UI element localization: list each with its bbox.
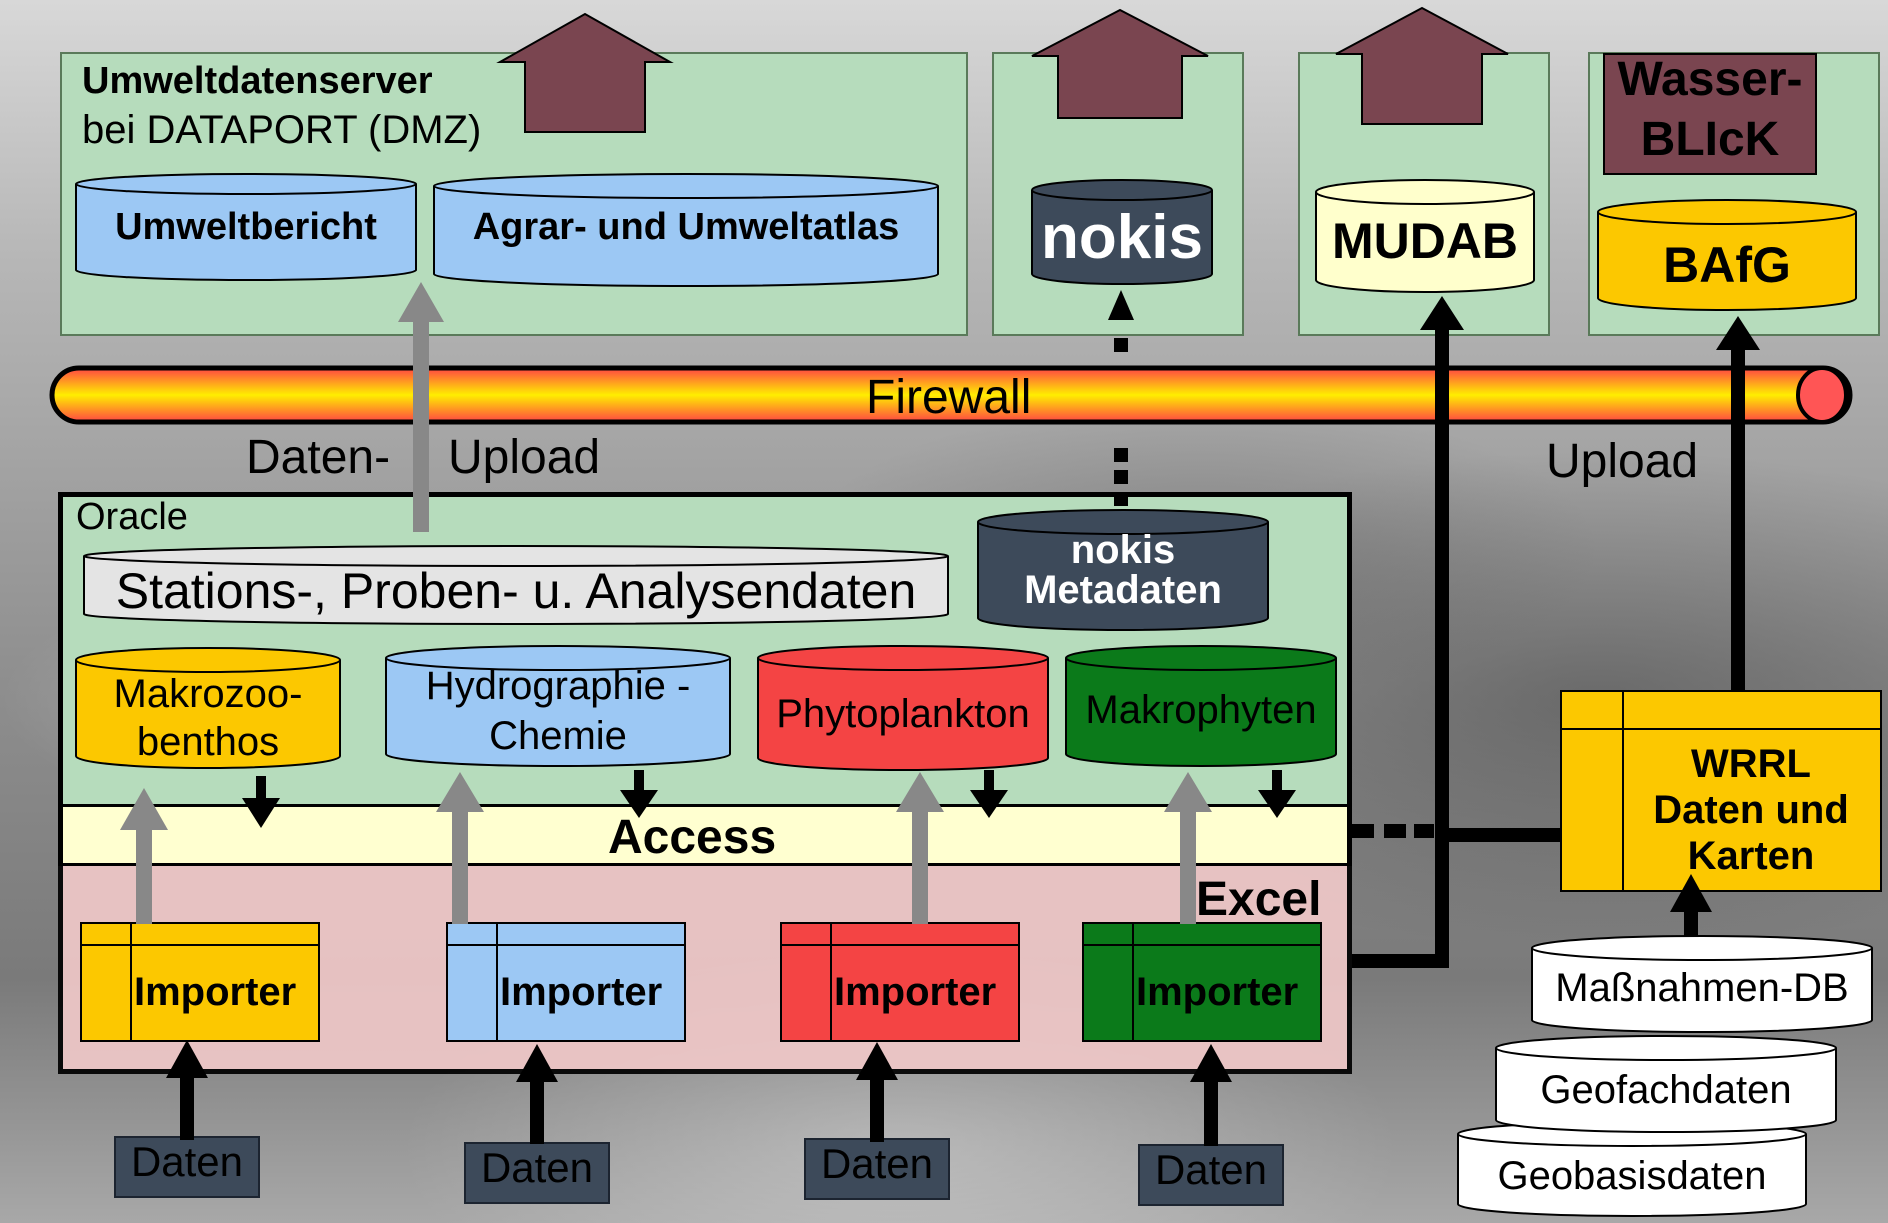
phytoplankton-db: Phytoplankton bbox=[756, 644, 1050, 772]
nokis-meta-label-1: nokis bbox=[1070, 528, 1176, 572]
nokis-label: nokis bbox=[1041, 203, 1203, 272]
gray-upload-arrow bbox=[398, 282, 444, 532]
importer-phyto-label: Importer bbox=[834, 970, 997, 1014]
importer-to-db-arrows bbox=[120, 772, 1212, 924]
wasserblick-label-2: BLIcK bbox=[1640, 113, 1780, 166]
wasserblick-label-1: Wasser- bbox=[1617, 53, 1803, 106]
daten-box-4: Daten bbox=[1138, 1144, 1284, 1206]
importer-makrophyten: Importer bbox=[1082, 922, 1322, 1042]
mudab-db: MUDAB bbox=[1314, 178, 1536, 294]
upload-right-label: Upload bbox=[1546, 435, 1699, 488]
mudab-label: MUDAB bbox=[1331, 213, 1519, 269]
daten-box-1: Daten bbox=[114, 1136, 260, 1198]
importer-makrozoo: Importer bbox=[80, 922, 320, 1042]
hydro-label-2: Chemie bbox=[489, 714, 627, 758]
hydrographie-db: Hydrographie - Chemie bbox=[384, 644, 732, 768]
importer-makrozoo-label: Importer bbox=[134, 970, 297, 1014]
export-arrow-nokis bbox=[1031, 8, 1209, 119]
bafg-link bbox=[1716, 316, 1760, 692]
export-arrow-dmz bbox=[496, 12, 674, 133]
access-bar bbox=[58, 804, 1352, 866]
wrrl-label-3: Karten bbox=[1687, 834, 1815, 878]
phyto-label: Phytoplankton bbox=[776, 692, 1030, 736]
importer-makrophyten-label: Importer bbox=[1136, 970, 1299, 1014]
importer-hydro: Importer bbox=[446, 922, 686, 1042]
massnahmen-to-wrrl-arrow bbox=[1670, 874, 1712, 936]
geofachdaten-db: Geofachdaten bbox=[1494, 1034, 1838, 1134]
mudab-link bbox=[1352, 296, 1560, 968]
geobasis-label: Geobasisdaten bbox=[1497, 1154, 1767, 1198]
bafg-db: BAfG bbox=[1596, 198, 1858, 312]
wrrl-label-1: WRRL bbox=[1691, 742, 1811, 786]
db-to-access-arrows bbox=[242, 770, 1296, 828]
nokis-meta-label-2: Metadaten bbox=[1024, 568, 1222, 612]
importer-hydro-label: Importer bbox=[500, 970, 663, 1014]
makrozoo-label-2: benthos bbox=[136, 720, 280, 764]
massnahmen-db: Maßnahmen-DB bbox=[1530, 934, 1874, 1034]
geofach-label: Geofachdaten bbox=[1540, 1068, 1792, 1112]
wrrl-label-2: Daten und bbox=[1653, 788, 1849, 832]
access-label: Access bbox=[608, 811, 777, 864]
atlas-db: Agrar- und Umweltatlas bbox=[432, 172, 940, 288]
oracle-label: Oracle bbox=[76, 496, 188, 538]
nokis-metadata-db: nokis Metadaten bbox=[976, 508, 1270, 632]
umweltbericht-label: Umweltbericht bbox=[115, 206, 377, 248]
daten-to-importer-arrows bbox=[166, 1040, 1232, 1146]
makrozoo-label-1: Makrozoo- bbox=[113, 672, 303, 716]
export-arrow-mudab bbox=[1335, 6, 1509, 125]
firewall-label: Firewall bbox=[866, 371, 1032, 424]
makrophyten-db: Makrophyten bbox=[1064, 644, 1338, 768]
excel-label: Excel bbox=[1196, 873, 1322, 926]
daten-box-2: Daten bbox=[464, 1142, 610, 1204]
access-dotted-link bbox=[1352, 824, 1434, 838]
wasserblick-box bbox=[1603, 53, 1817, 175]
hydro-label-1: Hydrographie - bbox=[425, 664, 691, 708]
daten-box-3: Daten bbox=[804, 1138, 950, 1200]
atlas-label: Agrar- und Umweltatlas bbox=[472, 206, 900, 248]
bafg-label: BAfG bbox=[1663, 237, 1791, 293]
stations-db: Stations-, Proben- u. Analysendaten bbox=[82, 544, 950, 626]
importer-phyto: Importer bbox=[780, 922, 1020, 1042]
upload-left-label-2: Upload bbox=[448, 431, 601, 484]
nokis-dotted-link bbox=[1108, 290, 1134, 506]
nokis-db: nokis bbox=[1030, 178, 1214, 286]
massnahmen-label: Maßnahmen-DB bbox=[1555, 966, 1849, 1010]
stations-label: Stations-, Proben- u. Analysendaten bbox=[115, 563, 917, 619]
wrrl-box: WRRL Daten und Karten bbox=[1560, 690, 1882, 892]
umweltbericht-db: Umweltbericht bbox=[74, 172, 418, 282]
makrophyten-label: Makrophyten bbox=[1085, 688, 1317, 732]
makrozoobenthos-db: Makrozoo- benthos bbox=[74, 646, 342, 770]
upload-left-label-1: Daten- bbox=[246, 431, 391, 484]
dmz-title: Umweltdatenserver bbox=[82, 60, 433, 102]
dmz-subtitle: bei DATAPORT (DMZ) bbox=[82, 108, 482, 152]
